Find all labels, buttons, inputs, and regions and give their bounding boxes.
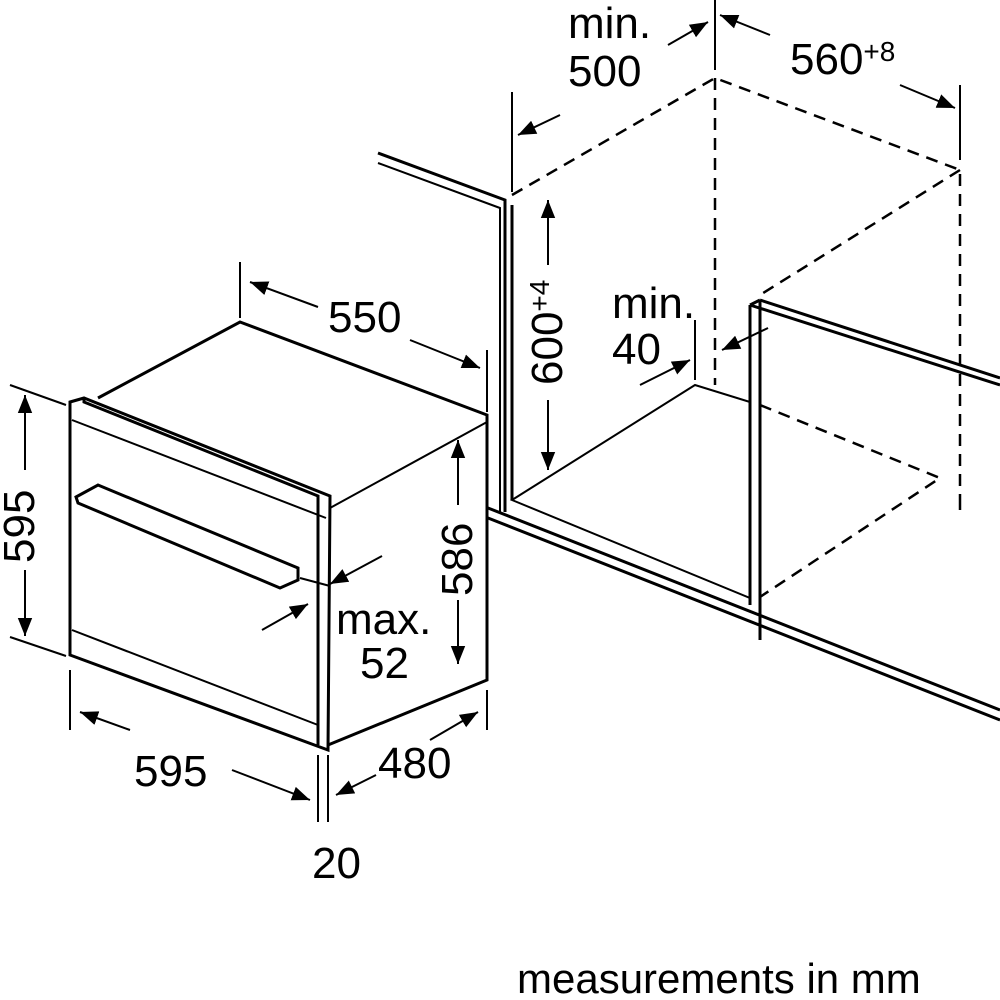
oven-handle — [74, 483, 300, 590]
gap-min-prefix: min. — [612, 279, 696, 328]
cabinet-width-value: 560 — [790, 35, 864, 84]
oven-body-depth-label: 480 — [378, 739, 452, 788]
handle-max-value: 52 — [360, 639, 409, 688]
cabinet-depth-min-value: 500 — [568, 47, 642, 96]
cabinet-height-label: 600+4 — [523, 279, 572, 385]
oven-depth-label: 550 — [328, 293, 402, 342]
oven — [68, 320, 489, 753]
dimension-lines — [9, 0, 961, 822]
front-panel-thickness-label: 20 — [312, 839, 361, 888]
units-note: measurements in mm — [517, 955, 921, 1000]
oven-height-body-label: 586 — [433, 522, 482, 596]
oven-height-front-label: 595 — [0, 489, 44, 563]
handle-max-prefix: max. — [336, 595, 432, 644]
oven-width-label: 595 — [134, 747, 208, 796]
cabinet-width-tolerance: +8 — [863, 36, 896, 67]
cabinet-width-label: 560+8 — [790, 38, 895, 82]
cabinet-height-value: 600 — [523, 311, 572, 385]
cabinet — [377, 76, 1000, 722]
cabinet-height-tolerance: +4 — [524, 279, 555, 312]
gap-min-value: 40 — [612, 325, 661, 374]
cabinet-depth-min-prefix: min. — [568, 0, 652, 48]
